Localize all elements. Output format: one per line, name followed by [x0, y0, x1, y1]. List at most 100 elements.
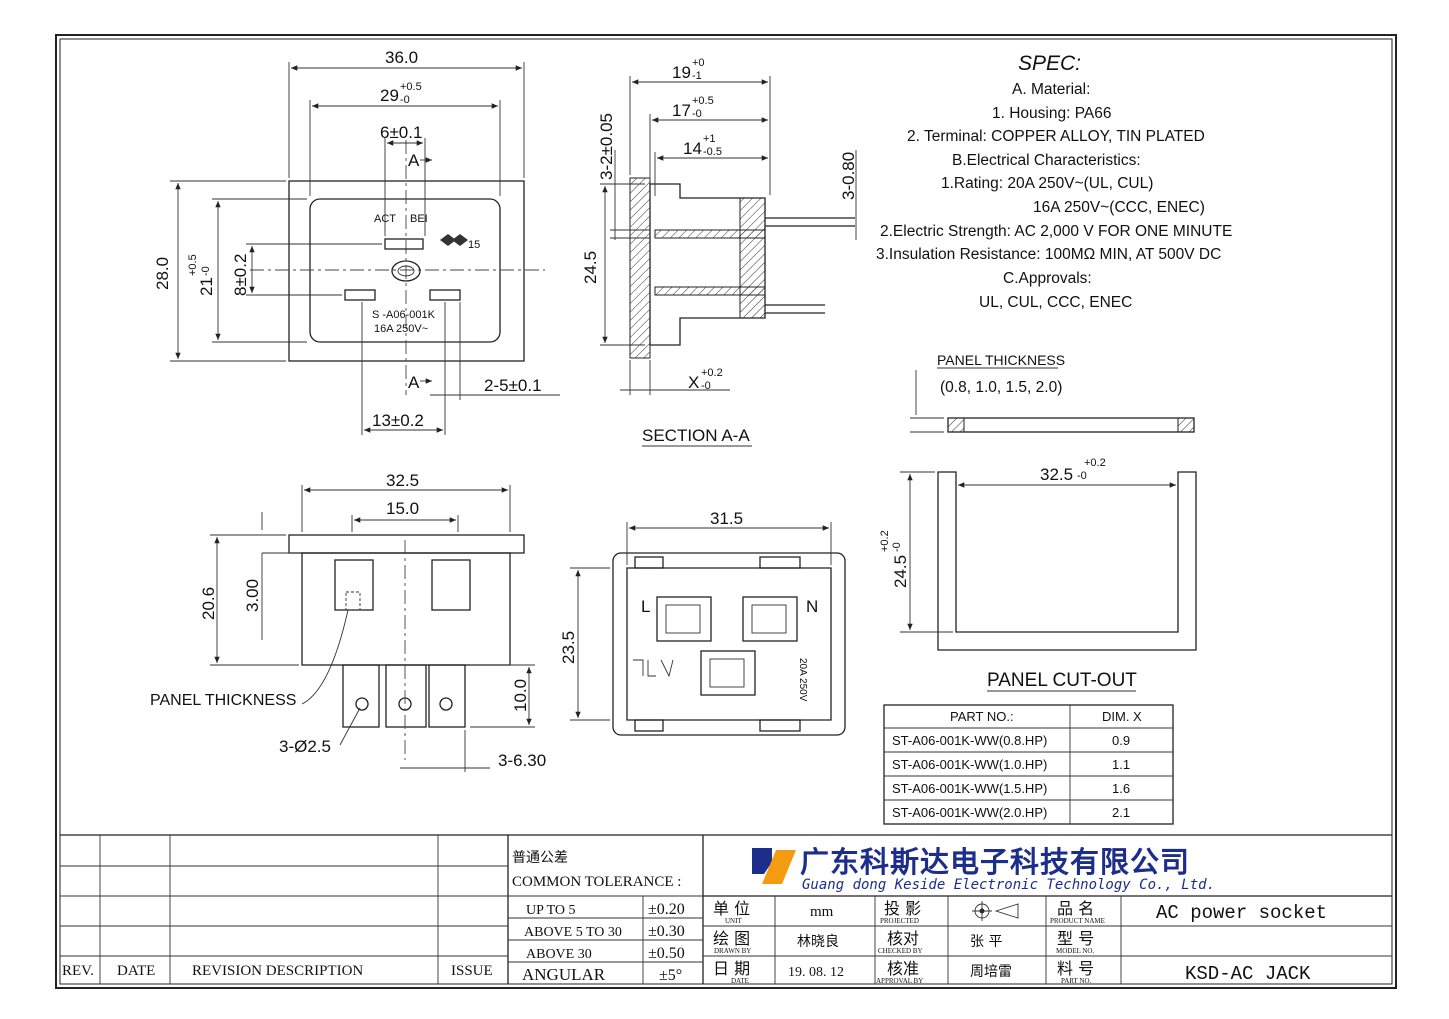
dim-21: 21: [197, 277, 216, 296]
dim-side-15: 15.0: [386, 499, 419, 518]
dim-cutout-width-upper-tol: +0.2: [1084, 457, 1106, 469]
tol-range-1: UP TO 5: [526, 903, 576, 918]
model-cn: 型 号: [1057, 929, 1094, 948]
part-en: PART NO.: [1061, 977, 1092, 985]
tol-value-3: ±0.50: [648, 945, 685, 962]
dim-side-hole: 3-Ø2.5: [279, 737, 331, 756]
terminal-label-bei: BEI: [410, 213, 428, 225]
table-cell-part: ST-A06-001K-WW(0.8.HP): [892, 733, 1047, 748]
dim-3-2: 3-2±0.05: [597, 113, 616, 180]
dim-cutout-width-lower-tol: -0: [1077, 470, 1087, 482]
spec-title: SPEC:: [1018, 52, 1081, 75]
part-number-table: PART NO.: DIM. X ST-A06-001K-WW(0.8.HP) …: [883, 704, 1174, 825]
dim-cutout-width: 32.5: [1040, 465, 1073, 484]
dim-29-lower-tol: -0: [400, 94, 410, 106]
dim-8: 8±0.2: [231, 254, 250, 296]
spec-line-4: B.Electrical Characteristics:: [952, 152, 1141, 169]
front-body-outline: [309, 198, 501, 343]
dim-cutout-height-lower-tol: -0: [891, 542, 903, 552]
table-header-dimx: DIM. X: [1102, 709, 1142, 724]
spec-line-3: 2. Terminal: COPPER ALLOY, TIN PLATED: [907, 128, 1205, 145]
dim-6: 6±0.1: [380, 123, 422, 142]
cutout-outline: [937, 471, 1197, 651]
tolerance-cn: 普通公差: [512, 850, 568, 866]
dim-side-3-00: 3.00: [243, 579, 262, 612]
spec-line-5: 1.Rating: 20A 250V~(UL, CUL): [941, 175, 1153, 192]
front-flange-outline: [288, 180, 525, 362]
checked-by-value: 张 平: [970, 934, 1002, 950]
date-value: 19. 08. 12: [788, 965, 844, 980]
dim-19-lower-tol: -1: [692, 70, 702, 82]
unit-en: UNIT: [725, 917, 742, 925]
cert-logo-icon: [440, 234, 468, 246]
inner-border: [59, 38, 1393, 985]
panel-cutout-view: 32.5 +0.2 -0 24.5 +0.2 -0 PANEL CUT-OUT: [879, 457, 1197, 692]
approval-en: APPROVAL BY: [876, 977, 923, 985]
dim-29: 29: [380, 86, 399, 105]
dim-21-upper-tol: +0.5: [187, 254, 199, 276]
front-marking-model: S -A06-001K: [372, 309, 436, 321]
dim-cutout-height: 24.5: [891, 555, 910, 588]
projected-en: PROJECTED: [880, 917, 919, 925]
front-marking-rating: 16A 250V~: [374, 323, 428, 335]
product-name-value: AC power socket: [1156, 902, 1327, 924]
dim-13: 13±0.2: [372, 411, 424, 430]
dim-17: 17: [672, 101, 691, 120]
drawn-en: DRAWN BY: [714, 947, 751, 955]
product-name-cn: 品 名: [1057, 899, 1094, 918]
outer-border: [55, 34, 1397, 989]
dim-19-upper-tol: +0: [692, 57, 705, 69]
first-angle-projection-icon: [972, 901, 1019, 921]
drawn-by-value: 林晓良: [797, 934, 839, 950]
company-logo-icon: [752, 848, 796, 884]
section-mark-a-bottom: A: [408, 373, 420, 392]
section-caption: SECTION A-A: [642, 426, 750, 445]
table-header-part: PART NO.:: [950, 709, 1014, 724]
dim-height-28: 28.0: [153, 257, 172, 290]
dim-14-lower-tol: -0.5: [703, 146, 722, 158]
table-cell-dim: 1.1: [1112, 757, 1130, 772]
panel-thickness-view: PANEL THICKNESS (0.8, 1.0, 1.5, 2.0): [910, 352, 1195, 433]
dim-bottom-31-5: 31.5: [710, 509, 743, 528]
spec-block: SPEC: A. Material: 1. Housing: PA66 2. T…: [876, 52, 1232, 311]
bottom-rating-text: 20A 250V: [797, 658, 808, 702]
side-view: 32.5 15.0 20.6 3.00 10.0 3-6.30 3-Ø2.5 P…: [150, 471, 546, 772]
terminal-n-label: N: [806, 597, 818, 616]
table-cell-part: ST-A06-001K-WW(2.0.HP): [892, 805, 1047, 820]
drawn-cn: 绘 图: [713, 929, 750, 948]
tol-range-angular: ANGULAR: [522, 965, 606, 984]
dim-14: 14: [683, 139, 702, 158]
dim-19: 19: [672, 63, 691, 82]
part-cn: 料 号: [1057, 959, 1094, 978]
tol-value-1: ±0.20: [648, 901, 685, 918]
table-cell-dim: 2.1: [1112, 805, 1130, 820]
side-panel-thickness-label: PANEL THICKNESS: [150, 692, 296, 709]
dim-side-10: 10.0: [511, 679, 530, 712]
panel-cutout-caption: PANEL CUT-OUT: [987, 670, 1137, 691]
approval-cn: 核准: [887, 959, 919, 978]
dim-3-0-80: 3-0.80: [839, 152, 858, 200]
unit-cn: 单 位: [713, 899, 750, 918]
date-header: DATE: [117, 963, 155, 979]
unit-value: mm: [810, 904, 834, 920]
dim-side-20-6: 20.6: [199, 587, 218, 620]
date-en: DATE: [731, 977, 749, 985]
front-view: 15 ACT BEI S -A06-001K 16A 250V~ 36.0 29…: [153, 48, 560, 435]
panel-thickness-title: PANEL THICKNESS: [937, 352, 1065, 368]
dim-17-lower-tol: -0: [692, 108, 702, 120]
dim-24-5-section: 24.5: [581, 251, 600, 284]
dim-2-5: 2-5±0.1: [484, 376, 542, 395]
dim-bottom-23-5: 23.5: [559, 631, 578, 664]
approval-by-value: 周培雷: [970, 964, 1012, 980]
product-name-en: PRODUCT NAME: [1050, 917, 1105, 925]
model-en: MODEL NO.: [1056, 947, 1094, 955]
dim-17-upper-tol: +0.5: [692, 95, 714, 107]
revision-description-header: REVISION DESCRIPTION: [192, 963, 363, 979]
dim-21-lower-tol: -0: [200, 266, 212, 276]
checked-en: CHECKED BY: [878, 947, 923, 955]
part-no-value: KSD-AC JACK: [1185, 963, 1311, 985]
spec-line-1: A. Material:: [1012, 81, 1090, 98]
spec-line-10: UL, CUL, CCC, ENEC: [979, 294, 1132, 311]
checked-cn: 核对: [887, 929, 919, 948]
